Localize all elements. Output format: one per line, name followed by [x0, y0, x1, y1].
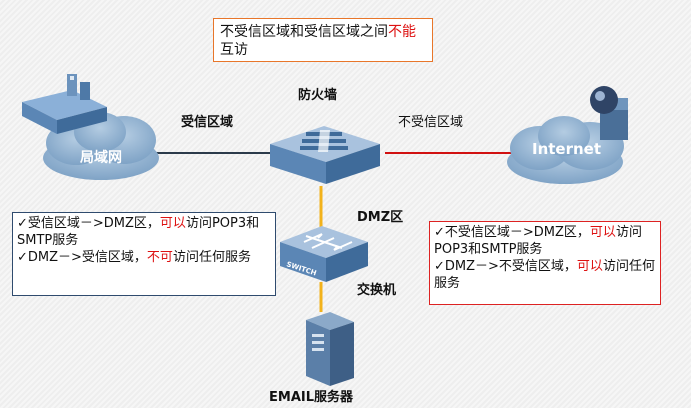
untrusted-rule-1-text: ✓不受信区域－>DMZ区， [434, 225, 590, 240]
untrusted-rule-2: ✓DMZ－>不受信区域，可以访问任何服务 [434, 258, 656, 292]
untrusted-rule-1: ✓不受信区域－>DMZ区，可以访问POP3和SMTP服务 [434, 224, 656, 258]
title-part2: 互访 [220, 42, 248, 58]
trusted-zone-label: 受信区域 [181, 115, 234, 130]
untrusted-rule-1-tail: 访问POP3和SMTP服务 [434, 225, 642, 257]
untrusted-zone-label: 不受信区域 [398, 115, 464, 130]
lan-label: 局域网 [80, 150, 122, 166]
email-server-icon [306, 312, 354, 386]
untrusted-rule-2-text: ✓DMZ－>不受信区域， [434, 259, 577, 274]
title-box: 不受信区域和受信区域之间不能互访 [213, 18, 433, 62]
trusted-rule-2-tail: 访问任何服务 [172, 250, 251, 265]
untrusted-rules-box: ✓不受信区域－>DMZ区，可以访问POP3和SMTP服务 ✓DMZ－>不受信区域… [429, 221, 661, 305]
title-red-1: 不 [388, 24, 402, 40]
trusted-rule-2: ✓DMZ－>受信区域，不可访问任何服务 [17, 249, 271, 266]
lan-device-icon [22, 74, 107, 134]
untrusted-rule-2-tail: 访问任何服务 [434, 259, 655, 291]
switch-icon: SWITCH [280, 226, 368, 282]
trusted-rules-box: ✓受信区域－>DMZ区，可以访问POP3和SMTP服务 ✓DMZ－>受信区域，不… [12, 212, 276, 296]
trusted-rule-1-highlight: 可以 [159, 216, 186, 231]
trusted-rule-1: ✓受信区域－>DMZ区，可以访问POP3和SMTP服务 [17, 215, 271, 249]
untrusted-rule-1-highlight: 可以 [589, 225, 616, 240]
firewall-label: 防火墙 [298, 88, 338, 103]
trusted-rule-2-text: ✓DMZ－>受信区域， [17, 250, 147, 265]
trusted-rule-1-tail: 访问POP3和SMTP服务 [17, 216, 260, 248]
trusted-rule-1-text: ✓受信区域－>DMZ区， [17, 216, 160, 231]
internet-label: Internet [532, 140, 602, 158]
trusted-rule-2-highlight: 不可 [146, 250, 173, 265]
dmz-label: DMZ区 [357, 210, 404, 225]
internet-user-icon [590, 86, 628, 140]
untrusted-rule-2-highlight: 可以 [576, 259, 603, 274]
switch-label: 交换机 [357, 283, 397, 298]
title-part1: 不受信区域和受信区域之间 [220, 24, 388, 40]
title-red-2: 能 [402, 24, 416, 40]
email-server-label: EMAIL服务器 [269, 390, 353, 405]
firewall-icon [270, 126, 380, 184]
